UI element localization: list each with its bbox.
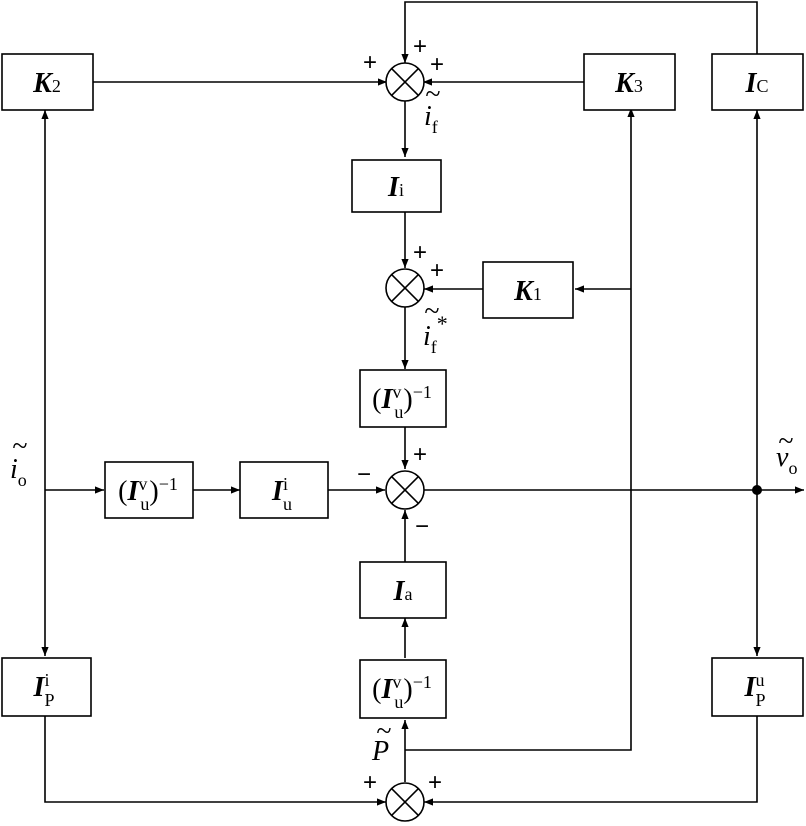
sign-sum3-bottom: − [415,513,429,540]
svg-text:IC: IC [745,68,769,99]
signal-if-star: ~ if* [423,296,448,357]
svg-text:io: io [10,454,27,490]
signs: + + + + + + − − + + [357,33,444,796]
svg-text:K3: K3 [614,68,643,99]
svg-text:P: P [371,736,389,767]
svg-text:~: ~ [424,296,439,327]
sign-sum2-right: + [430,257,444,284]
sign-sum4-left: + [363,769,377,796]
wire-ic-to-sum1 [401,1,758,63]
sign-sum3-top: + [413,441,427,468]
sign-sum4-right: + [428,769,442,796]
signal-p: ~ P [371,716,391,767]
wire-p-to-k3 [405,108,635,751]
sign-sum3-left: − [357,461,371,488]
block-ii: Ii [351,159,442,213]
svg-text:vo: vo [776,442,797,478]
block-ia: Ia [359,561,447,619]
sum-junction-3 [385,470,425,510]
signal-if: ~ if [424,79,440,137]
svg-text:Ia: Ia [393,576,413,607]
svg-text:K2: K2 [32,68,61,99]
block-k1: K1 [482,261,574,319]
signal-labels: ~ if ~ if* ~ io ~ vo ~ P [10,79,797,767]
svg-text:K1: K1 [513,276,542,307]
svg-text:~: ~ [425,79,440,110]
junction-dot [752,485,762,495]
svg-text:~: ~ [778,426,793,457]
svg-text:if*: if* [423,311,448,357]
svg-text:if: if [424,101,438,137]
sign-sum1-right: + [430,51,444,78]
signal-vo: ~ vo [776,426,797,478]
wire-ipi-to-sum4 [44,716,386,806]
svg-text:~: ~ [376,716,391,747]
block-k2: K2 [1,53,94,111]
sign-sum2-top: + [413,239,427,266]
wire-ipu-to-sum4 [424,716,758,806]
sign-sum1-left: + [363,49,377,76]
block-k3: K3 [583,53,676,111]
wires [41,1,804,806]
svg-text:IuP: IuP [744,670,766,710]
sum-junction-2 [385,268,425,308]
sum-junction-4 [385,782,425,822]
svg-text:Ii: Ii [387,172,404,203]
block-ic: IC [711,53,804,111]
signal-io: ~ io [10,431,27,490]
sign-sum1-top: + [413,33,427,60]
svg-text:~: ~ [12,431,27,462]
summing-junctions [385,62,425,822]
sum-junction-1 [385,62,425,102]
svg-text:Iiu: Iiu [271,474,292,514]
svg-text:IiP: IiP [33,670,55,710]
